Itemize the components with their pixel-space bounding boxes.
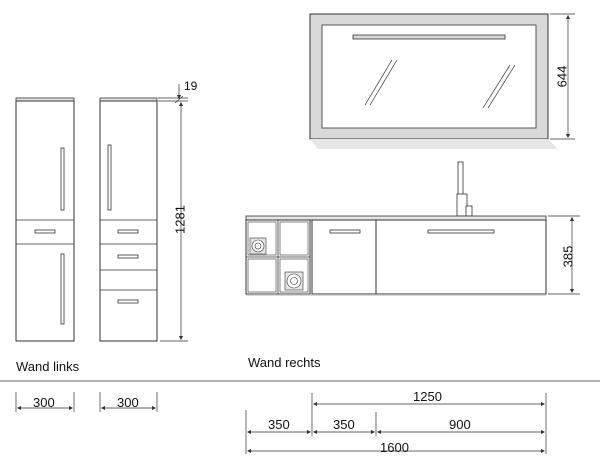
handle-icon xyxy=(427,229,495,234)
dim-label-drawer-unit: 350 xyxy=(333,417,355,432)
mirror-cabinet xyxy=(309,13,558,149)
dim-label-tall-height: 1281 xyxy=(172,205,188,234)
dim-label-thickness: 19 xyxy=(184,79,198,93)
dim-mirror-height xyxy=(550,13,575,140)
towel-roll-icon xyxy=(284,271,304,291)
dim-tall-height xyxy=(160,101,188,342)
dim-label-total: 1600 xyxy=(380,440,409,455)
dim-segments xyxy=(245,410,547,454)
dim-panel-thickness xyxy=(158,84,188,104)
caption-right-wall: Wand rechts xyxy=(248,355,321,370)
dim-mid-width xyxy=(99,392,158,412)
dim-label-mirror-height: 644 xyxy=(554,65,570,88)
tall-cabinet-drawers xyxy=(99,97,158,342)
towel-roll-icon xyxy=(249,237,267,255)
dim-label-large-drawer: 900 xyxy=(449,417,471,432)
dim-label-open-shelf: 350 xyxy=(268,417,290,432)
dim-vanity-right-width xyxy=(311,393,547,412)
vanity-unit xyxy=(245,161,547,296)
handle-icon xyxy=(60,147,65,211)
dim-label-vanity-right-width: 1250 xyxy=(413,389,442,404)
dim-label-mid-width: 300 xyxy=(117,395,139,410)
handle-icon xyxy=(60,253,65,325)
handle-icon xyxy=(329,229,361,234)
handle-icon xyxy=(107,144,112,211)
dim-label-left-width: 300 xyxy=(33,395,55,410)
handle-icon xyxy=(117,229,139,234)
handle-icon xyxy=(117,299,139,304)
dim-label-vanity-height: 385 xyxy=(560,245,576,268)
handle-icon xyxy=(34,229,56,234)
dim-left-width xyxy=(15,392,75,412)
dim-vanity-height xyxy=(548,215,580,295)
handle-icon xyxy=(117,254,139,259)
caption-left-wall: Wand links xyxy=(16,359,80,374)
tall-cabinet-left xyxy=(15,97,75,342)
